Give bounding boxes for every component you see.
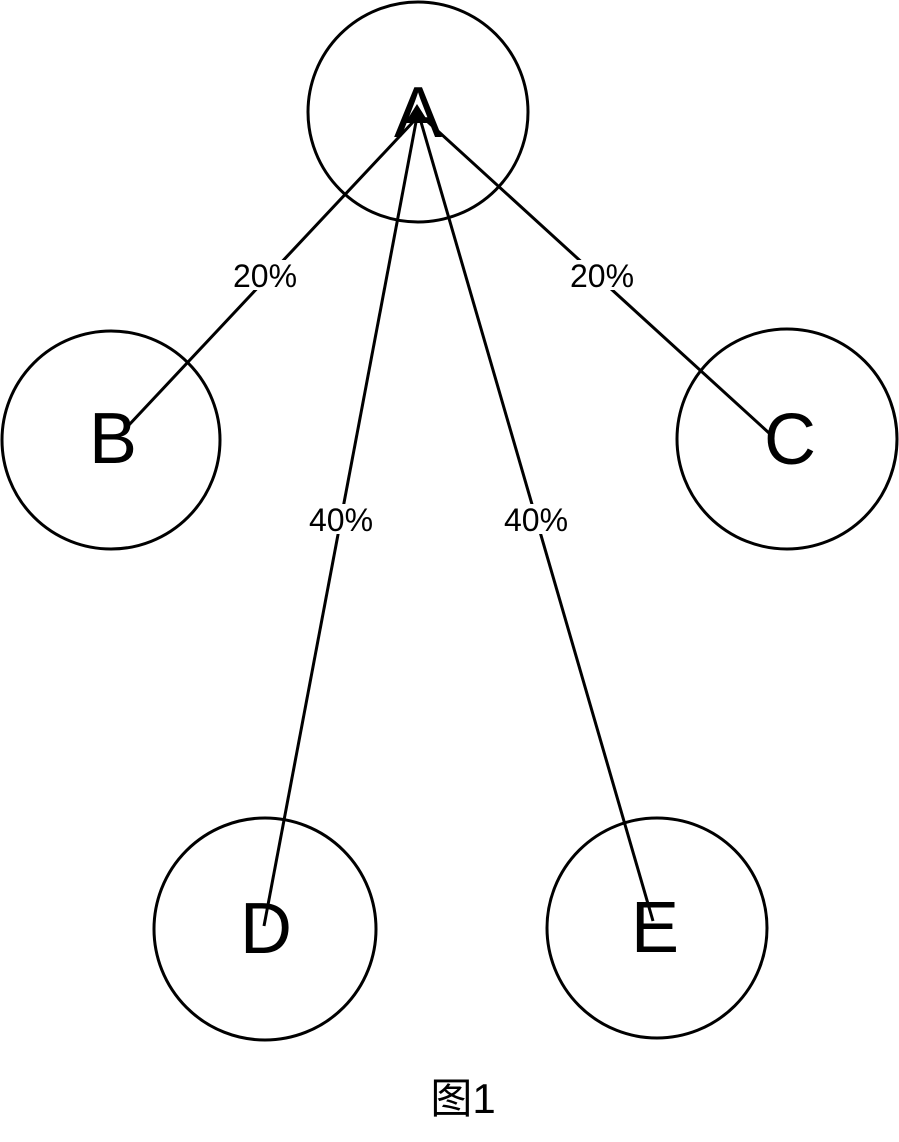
node-circle-C (675, 327, 899, 551)
node-label-C: C (764, 400, 816, 480)
edge-label-A-D: 40% (309, 502, 373, 538)
edge-label-bg-A-C (570, 260, 634, 290)
node-label-E: E (631, 888, 679, 968)
edge-label-A-E: 40% (504, 502, 568, 538)
node-circle-E (545, 816, 769, 1040)
edge-label-bg-A-E (504, 504, 568, 534)
figure-caption: 图1 (430, 1075, 495, 1122)
node-circle-D (152, 816, 378, 1042)
edge-label-A-B: 20% (233, 258, 297, 294)
node-label-B: B (89, 399, 137, 479)
edge-label-A-C: 20% (570, 258, 634, 294)
edge-label-bg-A-D (309, 504, 373, 534)
node-label-A: A (394, 73, 442, 153)
node-label-D: D (240, 889, 292, 969)
node-circle-B (0, 329, 222, 551)
arrowhead-icon (405, 104, 429, 123)
node-circle-A (306, 0, 530, 224)
edge-label-bg-A-B (233, 260, 297, 290)
